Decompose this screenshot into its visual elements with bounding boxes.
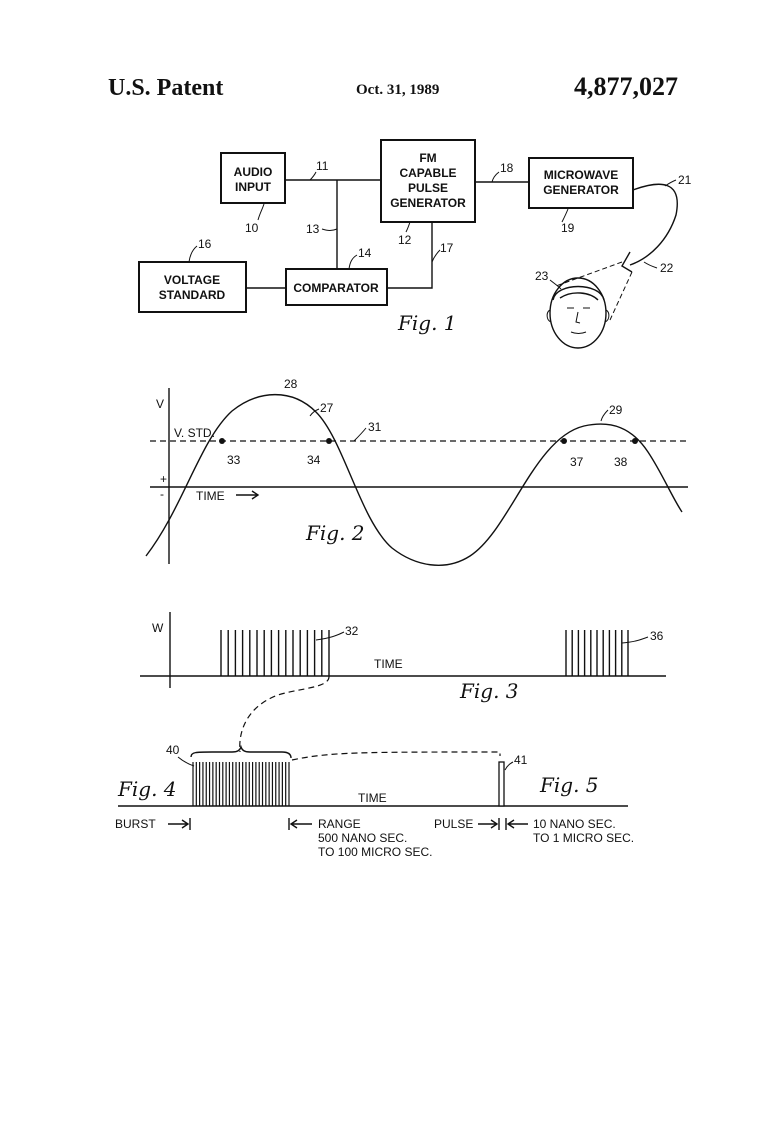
antenna-cable — [629, 183, 678, 266]
comparator-box — [285, 268, 388, 306]
fig4-fig5-timing: 40 41 Fig. 4 Fig. 5 TIME BURST RANGE 500… — [115, 743, 634, 859]
pulse-label: PULSE — [434, 817, 473, 831]
pulse-burst-32 — [220, 630, 330, 676]
ref-31: 31 — [368, 420, 382, 434]
ref-36: 36 — [650, 629, 664, 643]
audio-input-line1: AUDIO — [234, 165, 273, 179]
microwave-generator-box — [528, 157, 634, 209]
crossing-dot-37 — [561, 438, 567, 444]
fig1-block-diagram: AUDIO INPUT FM CAPABLE PULSE GENERATOR M… — [138, 139, 692, 349]
burst-detail-connector — [239, 675, 330, 753]
audio-signal-curve — [145, 394, 683, 566]
fig5-range-line2: TO 1 MICRO SEC. — [533, 831, 634, 845]
fig2-caption: Fig. 2 — [305, 521, 365, 545]
ref-14: 14 — [358, 246, 372, 260]
fig3-axis-w: W — [152, 621, 164, 635]
page-header: U.S. Patent Oct. 31, 1989 4,877,027 — [108, 72, 678, 101]
burst-label: BURST — [115, 817, 156, 831]
fig2-waveform: V + - V. STD. TIME 27 28 29 31 33 34 37 … — [145, 377, 688, 566]
pulse-generator-line2: CAPABLE — [399, 166, 456, 180]
voltage-standard-box — [138, 261, 247, 313]
fig2-minus: - — [160, 487, 164, 501]
ref-12: 12 — [398, 233, 412, 247]
pulse-generator-box — [380, 139, 476, 223]
ref-32: 32 — [345, 624, 359, 638]
fig4-range-line2: 500 NANO SEC. — [318, 831, 407, 845]
voltage-standard-line2: STANDARD — [159, 288, 226, 302]
fig3-caption: Fig. 3 — [459, 679, 519, 703]
human-head — [546, 277, 610, 349]
antenna-horn — [621, 251, 633, 273]
fig2-v-std: V. STD. — [174, 426, 215, 440]
pulse-generator-line1: FM — [419, 151, 436, 165]
audio-input-line2: INPUT — [235, 180, 272, 194]
fig2-time-label: TIME — [196, 489, 225, 503]
ref-19: 19 — [561, 221, 575, 235]
range-arrow — [288, 818, 312, 830]
fig3-pulse-trains: W TIME 32 36 Fig. 3 — [140, 612, 666, 753]
ref-23: 23 — [535, 269, 549, 283]
crossing-dot-33 — [219, 438, 225, 444]
ref-13: 13 — [306, 222, 320, 236]
pulse-generator-line4: GENERATOR — [390, 196, 466, 210]
ref-40: 40 — [166, 743, 180, 757]
ref-29: 29 — [609, 403, 623, 417]
patent-date: Oct. 31, 1989 — [356, 82, 439, 98]
pulse-arrow-right — [505, 818, 528, 830]
fig4-range-line3: TO 100 MICRO SEC. — [318, 845, 432, 859]
ref-38: 38 — [614, 455, 628, 469]
microwave-generator-line1: MICROWAVE — [544, 168, 618, 182]
fig4-caption: Fig. 4 — [117, 777, 177, 801]
crossing-dot-38 — [632, 438, 638, 444]
beam-line-upper — [555, 261, 623, 287]
burst-brace — [190, 744, 292, 759]
comparator-label: COMPARATOR — [293, 281, 379, 295]
pulse-burst-36 — [565, 630, 629, 676]
fig1-caption: Fig. 1 — [397, 311, 457, 335]
fig5-caption: Fig. 5 — [539, 773, 599, 797]
ref-21: 21 — [678, 173, 692, 187]
ref-37: 37 — [570, 455, 584, 469]
patent-label: U.S. Patent — [108, 75, 223, 101]
ref-11: 11 — [316, 159, 329, 173]
ref-18: 18 — [500, 161, 514, 175]
pulse-arrow-left — [478, 818, 500, 830]
ref-28: 28 — [284, 377, 298, 391]
beam-line-lower — [609, 271, 633, 321]
audio-input-box — [220, 152, 286, 204]
ref-22: 22 — [660, 261, 674, 275]
ref-16: 16 — [198, 237, 212, 251]
comparator-to-generator-line — [387, 222, 433, 289]
voltage-standard-line1: VOLTAGE — [164, 273, 220, 287]
single-pulse-41 — [498, 761, 505, 807]
ref-27: 27 — [320, 401, 334, 415]
ref-10: 10 — [245, 221, 259, 235]
fig5-range-line1: 10 NANO SEC. — [533, 817, 616, 831]
ref-41: 41 — [514, 753, 528, 767]
fine-pulse-burst-40 — [192, 762, 290, 806]
fig4-range-line1: RANGE — [318, 817, 361, 831]
fig4-time-label: TIME — [358, 791, 387, 805]
fig2-time-arrow — [236, 490, 260, 500]
crossing-dot-34 — [326, 438, 332, 444]
burst-arrow — [168, 818, 191, 830]
fig3-time-label: TIME — [374, 657, 403, 671]
fig2-plus: + — [160, 472, 167, 486]
ref-34: 34 — [307, 453, 321, 467]
microwave-generator-line2: GENERATOR — [543, 183, 619, 197]
ref-17: 17 — [440, 241, 454, 255]
fig2-axis-v: V — [156, 397, 164, 411]
patent-number: 4,877,027 — [574, 72, 678, 101]
burst-to-pulse-connector — [291, 751, 501, 761]
pulse-generator-line3: PULSE — [408, 181, 448, 195]
ref-33: 33 — [227, 453, 241, 467]
